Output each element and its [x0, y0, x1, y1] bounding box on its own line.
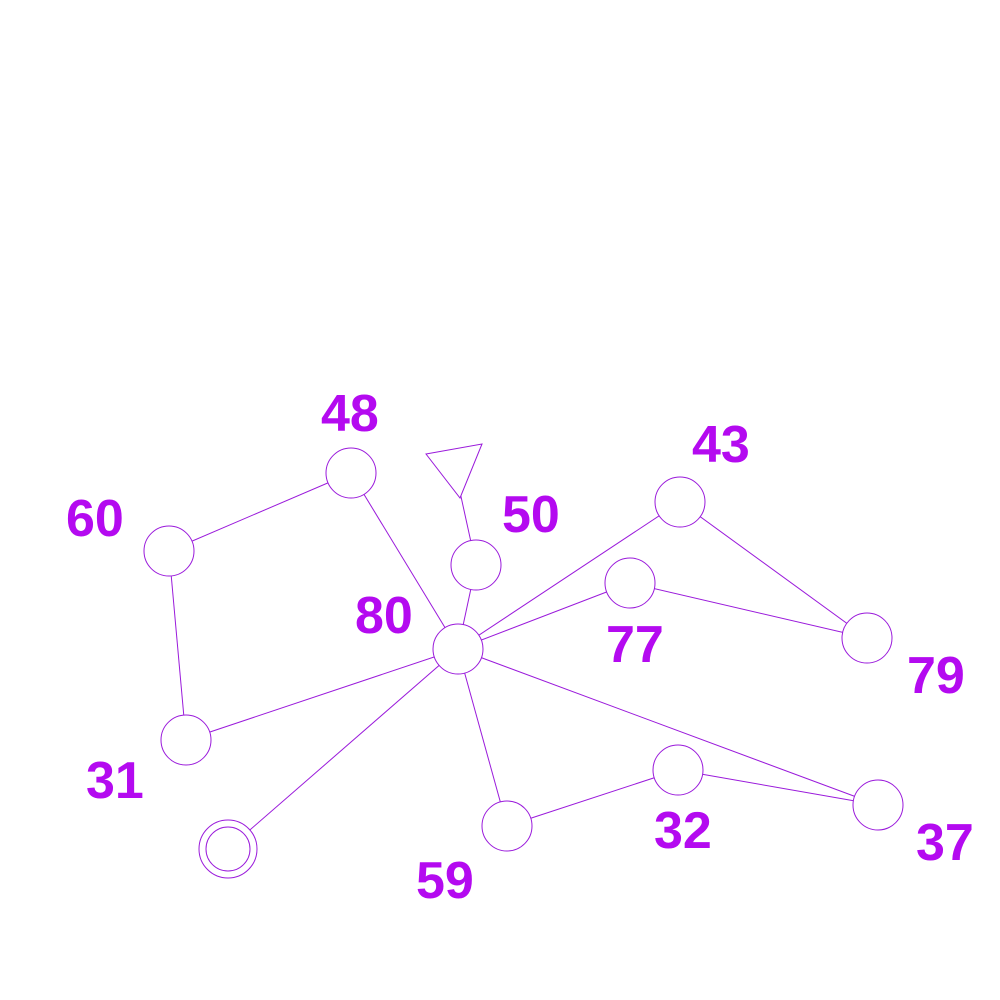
node-circle: [604, 557, 656, 609]
node-n37: [852, 779, 904, 831]
node-label-n32: 32: [654, 802, 712, 860]
node-label-n59: 59: [416, 852, 474, 910]
edge-n80-n77: [457, 582, 631, 650]
node-circle: [160, 714, 212, 766]
node-label-n79: 79: [907, 647, 965, 705]
node-ndouble: [198, 819, 258, 879]
node-label-n37: 37: [916, 814, 974, 872]
edge-n80-n43: [457, 501, 681, 650]
edge-n80-n37: [457, 648, 879, 806]
node-n31: [160, 714, 212, 766]
edge-n60-n31: [168, 550, 187, 741]
edge-n80-n59: [457, 648, 508, 827]
edge-n80-ndouble: [227, 648, 459, 850]
node-label-n80: 80: [355, 587, 413, 645]
node-n77: [604, 557, 656, 609]
node-n79: [841, 612, 893, 664]
node-inner-circle: [205, 826, 251, 872]
edge-n43-n79: [679, 501, 868, 639]
edge-n48-n80: [350, 472, 459, 650]
node-label-n60: 60: [66, 490, 124, 548]
node-label-n31: 31: [86, 752, 144, 810]
edge-n77-n79: [629, 582, 868, 639]
node-ntri: [425, 443, 483, 499]
node-triangle: [425, 443, 483, 499]
node-n48: [325, 447, 377, 499]
node-circle: [481, 800, 533, 852]
edge-n60-n48: [168, 472, 352, 552]
nodes-layer: [143, 443, 904, 879]
node-label-n50: 50: [502, 486, 560, 544]
node-circle: [143, 525, 195, 577]
node-circle: [654, 476, 706, 528]
edges-layer: [168, 472, 879, 850]
edge-n32-n37: [677, 769, 879, 806]
node-circle: [432, 623, 484, 675]
node-n80: [432, 623, 484, 675]
node-circle: [450, 539, 502, 591]
labels-layer: 80 48 60 31 50 43 77 79 32 37 59: [66, 385, 974, 910]
node-circle: [841, 612, 893, 664]
node-label-n48: 48: [321, 385, 379, 443]
edge-n31-n80: [185, 648, 459, 741]
node-label-n77: 77: [606, 616, 664, 674]
node-n32: [652, 744, 704, 796]
node-n50: [450, 539, 502, 591]
node-circle: [325, 447, 377, 499]
node-n59: [481, 800, 533, 852]
node-circle: [852, 779, 904, 831]
node-label-n43: 43: [692, 416, 750, 474]
node-n60: [143, 525, 195, 577]
node-n43: [654, 476, 706, 528]
node-circle: [652, 744, 704, 796]
edge-n59-n32: [506, 769, 679, 827]
